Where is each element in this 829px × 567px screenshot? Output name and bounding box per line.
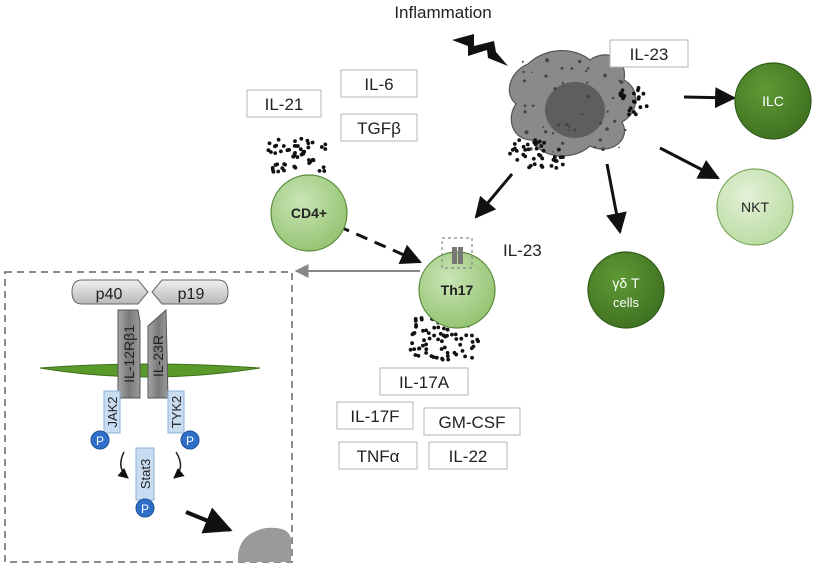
label-p-stat3: P <box>141 502 149 516</box>
box-il22: IL-22 <box>428 441 508 470</box>
label-il21: IL-21 <box>265 95 304 114</box>
box-il21: IL-21 <box>246 89 322 118</box>
arrow-cd4-to-th17 <box>337 224 422 265</box>
label-il12rb1: IL-12Rβ1 <box>121 325 137 383</box>
receptor-chain-left <box>452 247 457 264</box>
label-gdt-1: γδ T <box>612 275 640 291</box>
kinase-tyk2: TYK2 <box>167 390 185 434</box>
label-il23r: IL-23R <box>150 335 166 377</box>
arrow-jak2-stat3 <box>117 451 129 479</box>
receptor-highlight <box>441 237 473 269</box>
label-gdt-2: cells <box>613 295 640 310</box>
label-il23-receptor: IL-23 <box>503 241 542 260</box>
arrow-dc-to-gdt <box>605 163 627 235</box>
label-p-jak2: P <box>96 434 104 448</box>
box-tgfb: TGFβ <box>340 113 418 142</box>
receptor-inset-frame <box>4 271 293 563</box>
box-il17a: IL-17A <box>379 367 469 396</box>
box-il23-top: IL-23 <box>609 39 689 68</box>
label-tyk2: TYK2 <box>169 396 184 429</box>
label-il23-top: IL-23 <box>630 45 669 64</box>
phospho-tyk2: P <box>180 430 200 450</box>
receptor-il12rb1: IL-12Rβ1 <box>117 309 141 399</box>
label-il22: IL-22 <box>449 447 488 466</box>
box-il6: IL-6 <box>340 69 418 98</box>
arrow-tyk2-stat3 <box>173 451 185 479</box>
receptor-chain-right <box>458 247 463 264</box>
label-il6: IL-6 <box>364 75 393 94</box>
arrow-dc-to-ilc <box>683 87 737 109</box>
label-p19: p19 <box>178 286 205 303</box>
arrow-dc-to-nkt <box>659 146 720 180</box>
label-p-tyk2: P <box>186 434 194 448</box>
box-il17f: IL-17F <box>336 401 414 430</box>
label-gmcsf: GM-CSF <box>438 413 505 432</box>
stat3: Stat3 <box>135 447 155 501</box>
arrow-to-nucleus <box>185 507 233 534</box>
label-tgfb: TGFβ <box>357 119 401 138</box>
label-il17a: IL-17A <box>399 373 450 392</box>
label-stat3: Stat3 <box>138 459 153 489</box>
label-th17: Th17 <box>441 282 474 298</box>
phospho-stat3: P <box>135 498 155 518</box>
receptor-il23r: IL-23R <box>147 308 169 399</box>
phospho-jak2: P <box>90 430 110 450</box>
lightning-icon <box>452 34 508 66</box>
subunit-p19: p19 <box>151 279 229 305</box>
box-gmcsf: GM-CSF <box>423 407 521 436</box>
label-cd4: CD4+ <box>291 205 327 221</box>
label-il17f: IL-17F <box>350 407 399 426</box>
kinase-jak2: JAK2 <box>103 390 121 434</box>
cell-nkt: NKT <box>716 168 794 246</box>
label-ilc: ILC <box>762 93 784 109</box>
cell-cd4: CD4+ <box>270 174 348 252</box>
subunit-p40: p40 <box>71 279 149 305</box>
label-jak2: JAK2 <box>105 396 120 427</box>
box-tnfa: TNFα <box>338 441 418 470</box>
label-nkt: NKT <box>741 199 769 215</box>
cell-ilc: ILC <box>734 62 812 140</box>
nucleus-shape <box>237 527 291 562</box>
dendritic-cell <box>508 50 637 157</box>
label-tnfa: TNFα <box>357 447 400 466</box>
label-p40: p40 <box>96 286 123 303</box>
inflammation-title: Inflammation <box>394 3 491 22</box>
arrow-dc-to-th17 <box>474 173 514 219</box>
cell-gdt: γδ T cells <box>587 251 665 329</box>
